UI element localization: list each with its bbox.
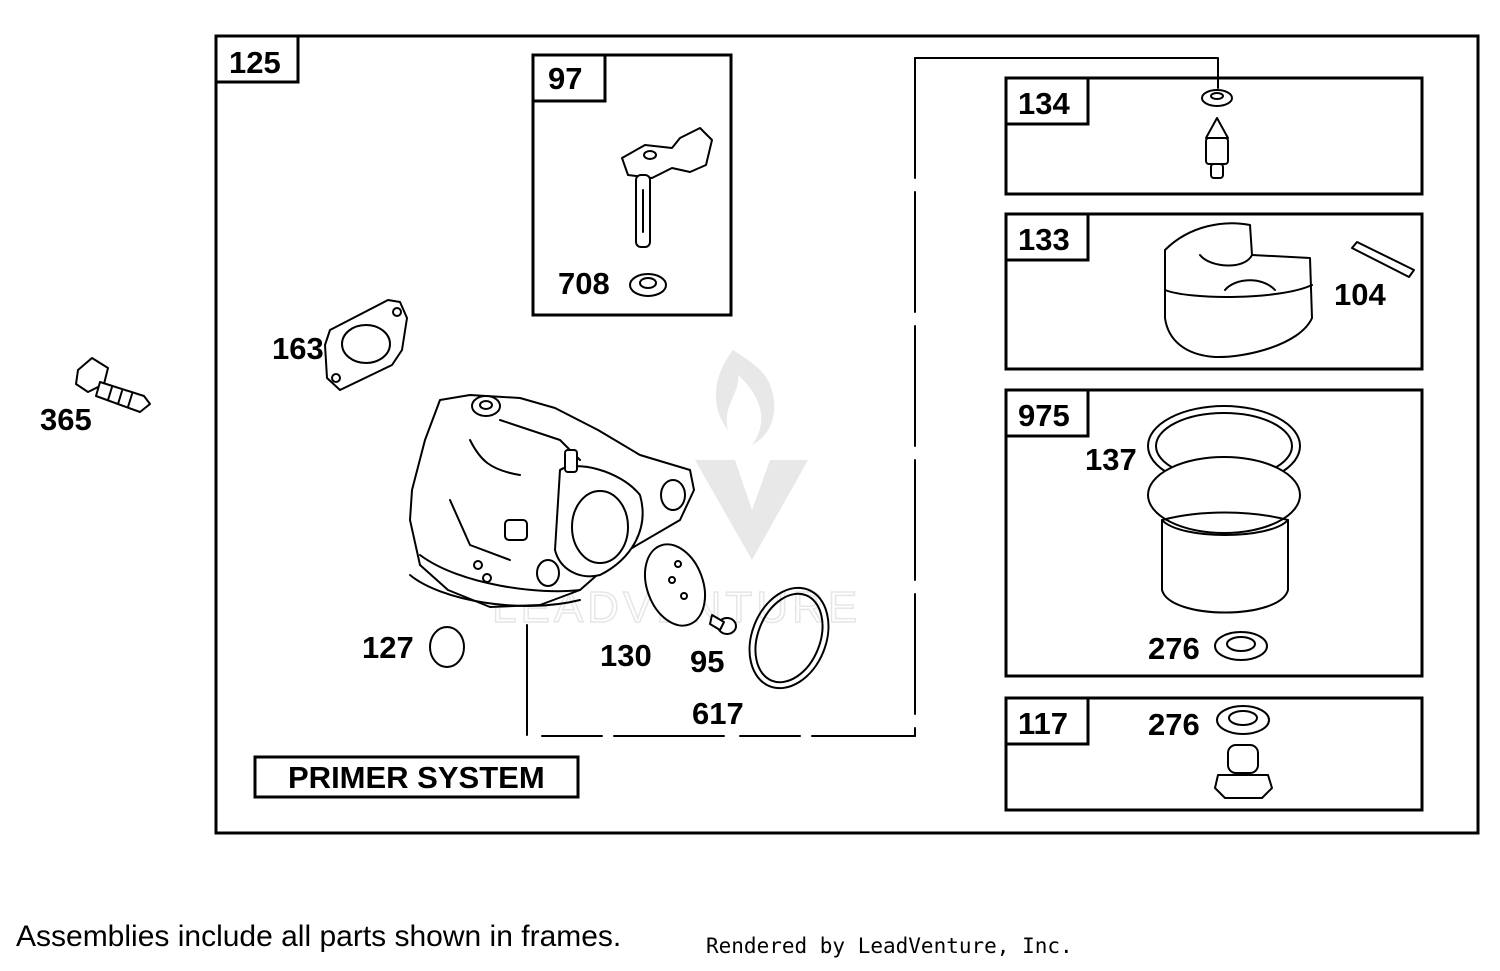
bowl-nut-part <box>1214 744 1273 799</box>
label-137: 137 <box>1085 442 1137 477</box>
frame-117-label: 117 <box>1018 706 1068 741</box>
throttle-plate-130-part <box>644 543 706 627</box>
label-163: 163 <box>272 331 324 366</box>
bolt-365-part <box>75 357 151 413</box>
label-276-a: 276 <box>1148 631 1200 666</box>
frame-134 <box>1004 76 1424 196</box>
footer-note: Assemblies include all parts shown in fr… <box>16 920 622 953</box>
gasket-163-part <box>324 299 408 391</box>
frame-975-tag <box>1004 388 1090 438</box>
frame-134-tag <box>1004 76 1090 126</box>
frame-97 <box>531 53 733 317</box>
frame-133-tag <box>1004 212 1090 262</box>
label-365: 365 <box>40 402 92 437</box>
o-ring-617-part <box>748 586 830 690</box>
float-part <box>1164 222 1313 359</box>
frame-125-tag <box>214 34 300 84</box>
label-276-b: 276 <box>1148 707 1200 742</box>
washer-708-part <box>629 273 667 297</box>
leader-line <box>526 57 1219 737</box>
label-95: 95 <box>690 644 724 679</box>
frame-117-tag <box>1004 696 1090 746</box>
label-617: 617 <box>692 696 744 731</box>
primer-system-label: PRIMER SYSTEM <box>288 760 545 795</box>
washer-276b-part <box>1216 705 1270 735</box>
screw-95-part <box>709 614 737 635</box>
carburetor-body-part <box>409 394 695 608</box>
frame-117 <box>1004 696 1424 812</box>
frame-125-label: 125 <box>229 45 281 80</box>
welch-plug-127-part <box>429 626 465 668</box>
frame-133-label: 133 <box>1018 222 1070 257</box>
frame-133 <box>1004 212 1424 371</box>
primer-system-box <box>253 755 580 799</box>
float-pin-part <box>1351 241 1415 278</box>
float-bowl-part <box>1147 456 1301 614</box>
inlet-needle-part <box>1205 117 1229 179</box>
washer-276a-part <box>1214 631 1268 661</box>
frame-975-label: 975 <box>1018 398 1070 433</box>
frame-125 <box>214 34 1480 835</box>
frame-134-label: 134 <box>1018 86 1070 121</box>
frame-975 <box>1004 388 1424 678</box>
frame-97-tag <box>531 53 607 103</box>
label-708: 708 <box>558 266 610 301</box>
label-104: 104 <box>1334 277 1386 312</box>
rendered-by-credit: Rendered by LeadVenture, Inc. <box>706 934 1073 958</box>
label-130: 130 <box>600 638 652 673</box>
needle-seat-part <box>1201 89 1233 107</box>
choke-shaft-part <box>621 127 713 248</box>
label-127: 127 <box>362 630 414 665</box>
frame-97-label: 97 <box>548 61 582 96</box>
